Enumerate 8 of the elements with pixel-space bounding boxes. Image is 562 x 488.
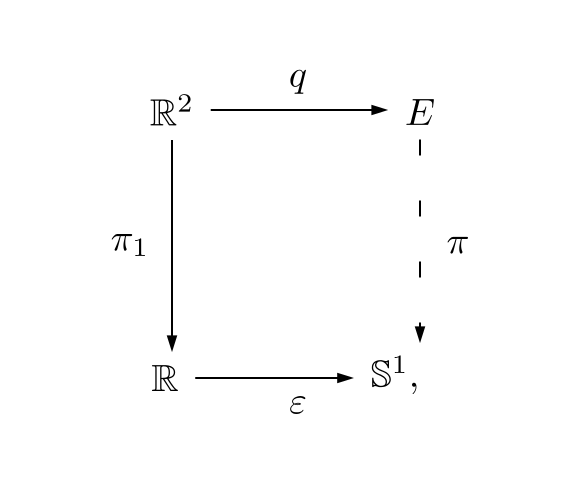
edge-label: $\varepsilon$: [290, 396, 306, 414]
edge-label: $q$: [290, 70, 306, 94]
math-object: $\mathbb{R}$: [152, 365, 178, 392]
edge-label: $\pi_1$: [112, 234, 145, 256]
math-object: $\mathbb{R}^2$: [150, 94, 191, 126]
edge-label: $\pi$: [448, 236, 468, 254]
math-object: $\mathbb{S}^1,$: [372, 355, 416, 394]
math-object: $E$: [406, 99, 434, 125]
